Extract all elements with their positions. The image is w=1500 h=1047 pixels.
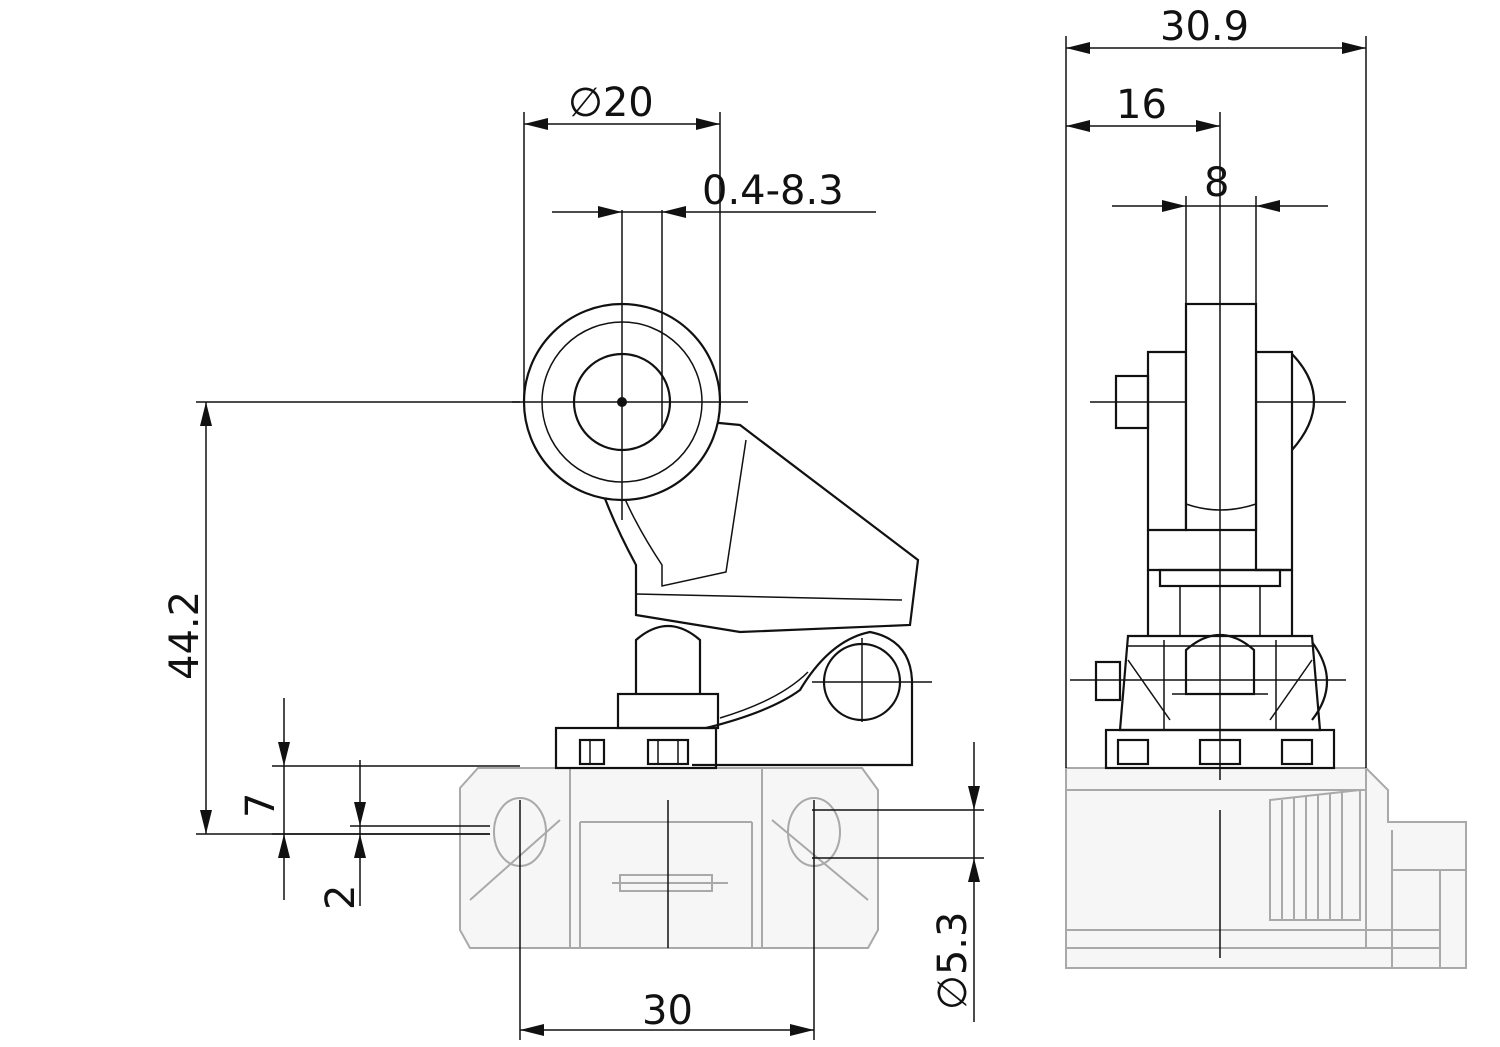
label-roller-diameter: ∅20 — [568, 80, 654, 126]
switch-body — [554, 625, 720, 770]
roller — [512, 210, 748, 520]
dim-roller-diameter: ∅20 — [523, 80, 721, 400]
front-view: 30.9 16 8 — [1065, 4, 1467, 969]
dim-overall-width: 30.9 — [1065, 4, 1367, 768]
front-lever-bracket — [1090, 350, 1346, 636]
front-roller — [1184, 190, 1258, 780]
front-view-housing — [1065, 767, 1467, 969]
side-view: ∅20 0.4-8.3 44.2 7 — [162, 80, 984, 1040]
dim-half-width: 16 — [1066, 82, 1221, 190]
dim-hole-spacing: 30 — [519, 800, 815, 1040]
dim-roller-width: 8 — [1112, 160, 1328, 304]
label-base-step: 2 — [318, 885, 364, 910]
dim-base: 7 2 — [238, 698, 520, 910]
plunger — [634, 625, 702, 694]
label-overall-width: 30.9 — [1160, 4, 1249, 50]
label-height: 44.2 — [162, 591, 208, 680]
label-hole-diameter: ∅5.3 — [930, 912, 976, 1010]
label-base-thickness: 7 — [238, 793, 284, 818]
dim-offset-range: 0.4-8.3 — [552, 168, 876, 218]
side-view-housing — [459, 767, 879, 949]
label-half-width: 16 — [1116, 82, 1167, 128]
label-offset-range: 0.4-8.3 — [702, 168, 844, 214]
label-roller-width: 8 — [1204, 160, 1229, 206]
dim-hole-diameter: ∅5.3 — [812, 742, 984, 1022]
front-switch-body — [1070, 633, 1346, 770]
label-hole-spacing: 30 — [642, 988, 693, 1034]
dim-height: 44.2 — [162, 401, 520, 835]
return-spring — [692, 630, 914, 767]
